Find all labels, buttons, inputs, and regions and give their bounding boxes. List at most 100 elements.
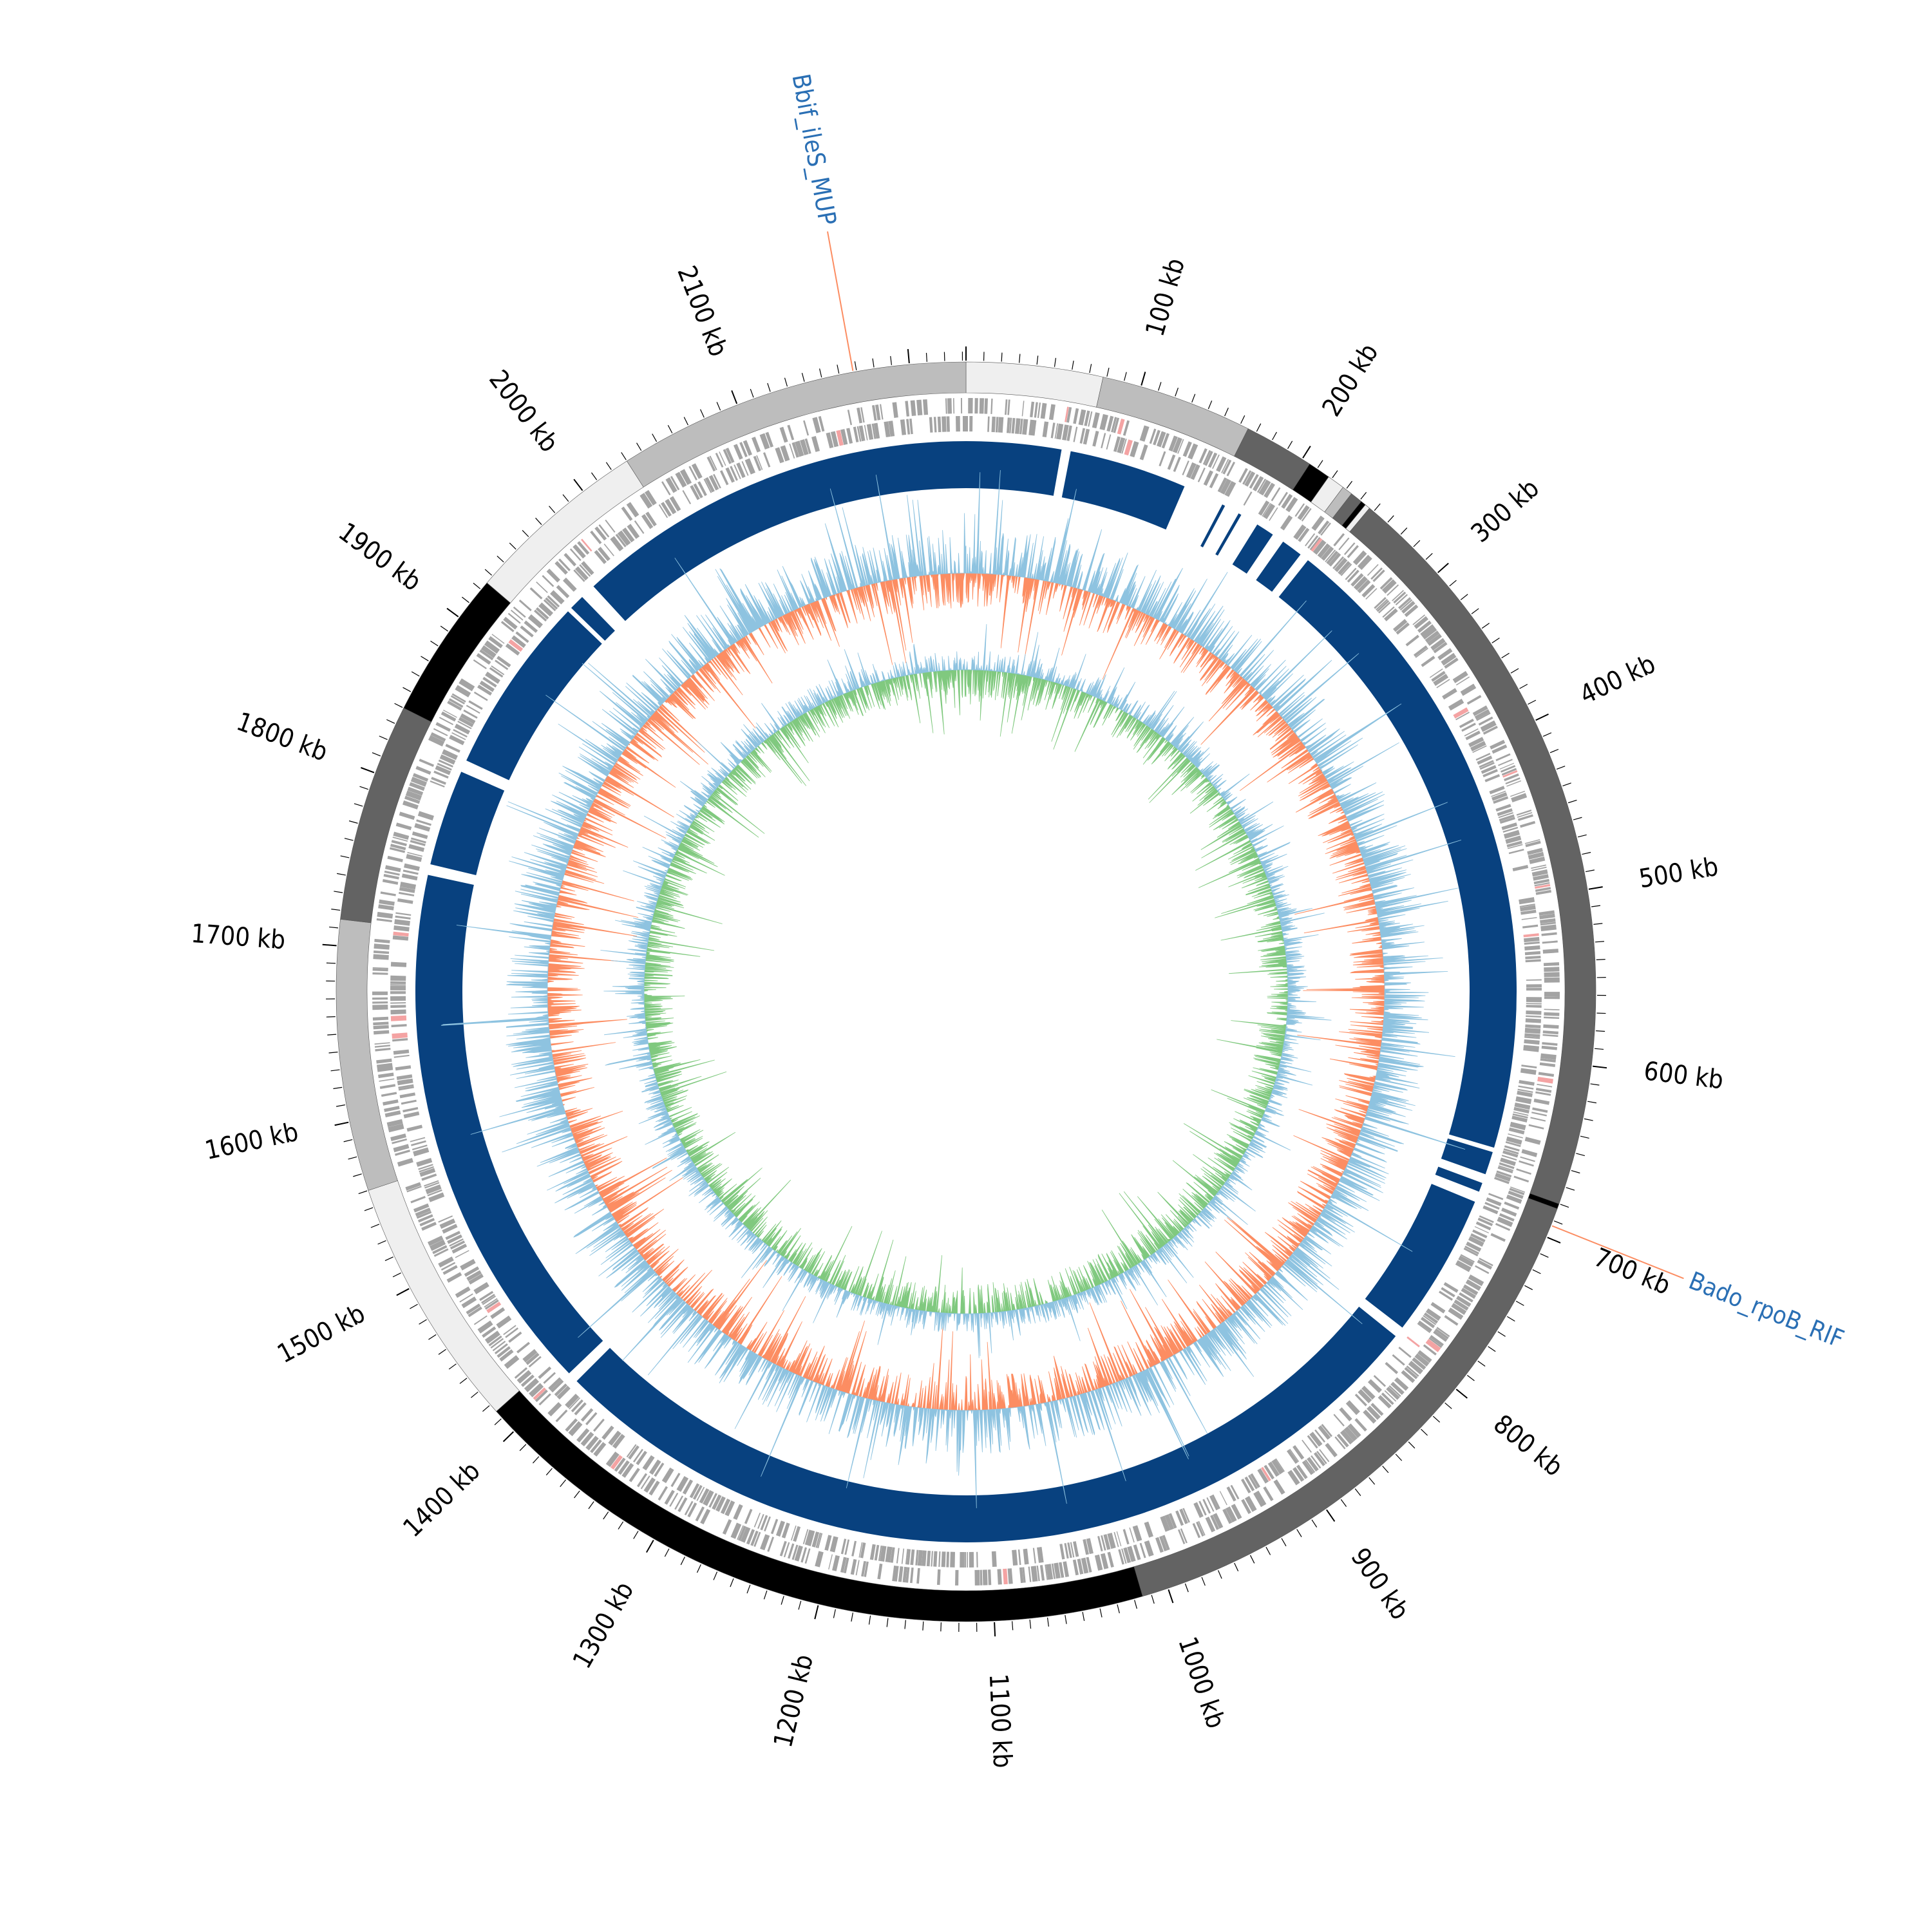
gene-feature bbox=[691, 463, 703, 479]
gene-feature bbox=[1393, 619, 1408, 632]
gene-feature bbox=[740, 1526, 751, 1543]
gene-feature bbox=[428, 1192, 445, 1202]
minor-tick bbox=[328, 1052, 338, 1054]
gene-feature bbox=[390, 981, 406, 985]
gene-feature bbox=[611, 536, 624, 551]
gene-feature bbox=[1197, 468, 1206, 482]
gene-feature bbox=[438, 759, 453, 768]
minor-tick bbox=[402, 687, 412, 692]
gene-feature bbox=[1404, 1367, 1418, 1379]
gene-feature bbox=[1532, 1107, 1548, 1113]
gene-feature bbox=[1430, 638, 1446, 651]
gene-feature bbox=[1499, 1162, 1515, 1170]
gene-feature bbox=[1481, 721, 1497, 732]
gene-feature bbox=[1050, 422, 1056, 439]
gene-feature bbox=[390, 991, 406, 994]
gene-feature bbox=[1182, 460, 1189, 476]
gene-feature bbox=[1500, 1157, 1516, 1166]
gene-feature bbox=[746, 1529, 755, 1545]
gene-feature bbox=[1524, 1028, 1541, 1034]
gene-feature bbox=[1203, 470, 1213, 486]
major-tick bbox=[322, 943, 337, 947]
gene-feature bbox=[432, 1245, 448, 1255]
gene-feature bbox=[482, 1295, 497, 1305]
gene-feature bbox=[1168, 435, 1178, 452]
gene-feature bbox=[1081, 1557, 1089, 1574]
gene-feature bbox=[1508, 1190, 1524, 1199]
minor-tick bbox=[1117, 1604, 1120, 1614]
gene-feature bbox=[504, 1355, 520, 1369]
minor-tick bbox=[890, 355, 892, 365]
minor-tick bbox=[1519, 683, 1528, 689]
gene-feature bbox=[916, 1567, 920, 1584]
gene-feature bbox=[1014, 418, 1021, 434]
gene-feature bbox=[1477, 755, 1493, 765]
gene-feature bbox=[743, 440, 752, 456]
gene-feature bbox=[393, 925, 410, 932]
gene-feature bbox=[1051, 1563, 1056, 1579]
gene-feature bbox=[419, 759, 435, 767]
gene-feature bbox=[484, 1298, 498, 1308]
minor-tick bbox=[784, 377, 788, 387]
gene-feature bbox=[812, 417, 821, 433]
gene-feature bbox=[448, 698, 464, 708]
gene-feature bbox=[499, 1349, 514, 1362]
gene-feature bbox=[857, 407, 863, 424]
contig-arc bbox=[626, 361, 967, 488]
gene-feature bbox=[840, 1557, 847, 1573]
gene-feature bbox=[1511, 1115, 1528, 1122]
gene-feature bbox=[988, 1569, 992, 1586]
gene-feature bbox=[1511, 793, 1528, 802]
gene-feature bbox=[1379, 577, 1393, 590]
gene-feature bbox=[1468, 1236, 1484, 1247]
minor-tick bbox=[509, 542, 516, 550]
gene-feature bbox=[1522, 924, 1539, 929]
gene-feature bbox=[594, 526, 607, 541]
gene-feature bbox=[574, 566, 589, 581]
gene-feature bbox=[937, 416, 942, 433]
gene-feature bbox=[388, 1123, 404, 1133]
gene-feature bbox=[455, 1286, 471, 1298]
gene-feature bbox=[1494, 1177, 1510, 1184]
gene-feature bbox=[1358, 1389, 1372, 1404]
gene-feature bbox=[1241, 1499, 1251, 1514]
minor-tick bbox=[1506, 1316, 1515, 1321]
gene-feature bbox=[832, 1555, 840, 1571]
gene-feature bbox=[1180, 1528, 1188, 1544]
gene-feature bbox=[1113, 436, 1121, 452]
gene-feature bbox=[447, 1234, 462, 1244]
gene-feature bbox=[1490, 1233, 1506, 1242]
annotation-label: Bado_rpoB_RIF bbox=[1685, 1266, 1848, 1353]
gene-feature bbox=[565, 1394, 580, 1408]
gene-feature bbox=[764, 1516, 771, 1531]
tick-label: 1600 kb bbox=[202, 1117, 301, 1166]
gene-feature bbox=[1401, 1370, 1416, 1383]
minor-tick bbox=[562, 494, 569, 502]
gene-feature bbox=[455, 685, 471, 697]
alignment-block bbox=[1435, 1166, 1482, 1192]
minor-tick bbox=[343, 1139, 353, 1142]
contig-arc bbox=[1133, 1198, 1558, 1597]
gene-feature bbox=[1378, 1395, 1392, 1409]
gene-feature bbox=[626, 1444, 637, 1458]
gene-feature bbox=[1392, 1354, 1405, 1366]
gene-feature bbox=[1243, 491, 1253, 506]
minor-tick bbox=[851, 1613, 853, 1622]
gene-feature bbox=[1325, 549, 1336, 563]
gene-feature bbox=[496, 1315, 512, 1329]
minor-tick bbox=[370, 1224, 380, 1228]
minor-tick bbox=[519, 1444, 527, 1452]
gene-feature bbox=[1415, 647, 1428, 658]
gene-feature bbox=[1267, 1461, 1280, 1477]
minor-tick bbox=[459, 1378, 468, 1384]
tick-label: 600 kb bbox=[1642, 1056, 1725, 1095]
gene-feature bbox=[1461, 1287, 1477, 1299]
gene-feature bbox=[458, 717, 474, 728]
minor-tick bbox=[419, 1319, 427, 1325]
gene-feature bbox=[1275, 1458, 1285, 1472]
gene-feature bbox=[1472, 705, 1488, 717]
gene-feature bbox=[1019, 419, 1023, 435]
gene-feature bbox=[1032, 1566, 1038, 1582]
minor-tick bbox=[1346, 480, 1353, 489]
gene-feature bbox=[1257, 1468, 1269, 1484]
